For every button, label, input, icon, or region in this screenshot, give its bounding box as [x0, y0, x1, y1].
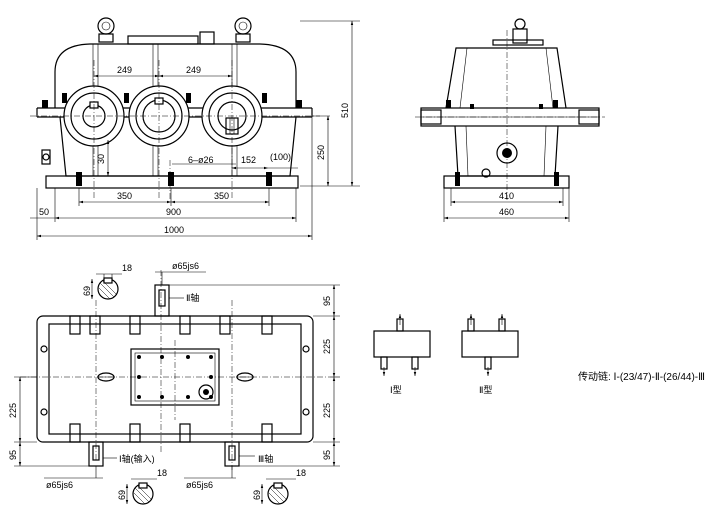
flange-bosses [69, 315, 273, 443]
dim-18-top: 18 [122, 263, 132, 273]
dim-1000: 1000 [164, 225, 184, 235]
foot-bolts [76, 172, 272, 186]
flange-bolts [42, 93, 302, 108]
dim-510: 510 [340, 103, 350, 118]
dim-phi65-br: ø65js6 [186, 480, 213, 490]
plan-view: Ⅱ轴 ø65js6 18 69 Ⅰ轴(输入) ø65js6 Ⅲ轴 ø6 [8, 261, 340, 505]
dim-69-br: 69 [252, 490, 262, 500]
dim-phi65-bl: ø65js6 [46, 480, 73, 490]
keyway-section-top [97, 277, 119, 300]
config-label-type-ii: Ⅱ型 [479, 385, 492, 395]
transmission-chain-text: 传动链: Ⅰ-(23/47)-Ⅱ-(26/44)-Ⅲ [578, 370, 705, 383]
config-type-ii: Ⅱ型 [461, 314, 519, 395]
dim-250: 250 [316, 145, 326, 160]
dim-95-bottom-right: 95 [322, 450, 332, 460]
dim-249-right: 249 [186, 65, 201, 75]
keyway-section-br [267, 482, 289, 505]
lifting-eye-left [97, 17, 115, 43]
lifting-eye-right [234, 17, 252, 43]
dim-69-top: 69 [82, 286, 92, 296]
dim-69-bl: 69 [117, 490, 127, 500]
dim-50: 50 [39, 207, 49, 217]
config-type-i: Ⅰ型 [373, 314, 431, 395]
dim-18-br: 18 [296, 468, 306, 478]
dim-460: 460 [499, 207, 514, 217]
label-shaft-i: Ⅰ轴(输入) [119, 453, 155, 464]
dim-225-lower-right: 225 [322, 403, 332, 418]
dim-152: 152 [241, 155, 256, 165]
dim-900: 900 [166, 207, 181, 217]
dim-phi65-top: ø65js6 [172, 261, 199, 271]
config-label-type-i: Ⅰ型 [390, 385, 402, 395]
dim-350-left: 350 [117, 191, 132, 201]
dim-30: 30 [96, 154, 106, 164]
front-view: 249 249 510 250 30 6–ø26 152 (100) 350 3… [30, 17, 360, 240]
dim-249-left: 249 [117, 65, 132, 75]
label-shaft-iii: Ⅲ轴 [258, 453, 273, 464]
side-view: 410 460 [415, 18, 605, 222]
dim-6-d26: 6–ø26 [188, 155, 214, 165]
dim-18-bl: 18 [157, 468, 167, 478]
keyway-section-bl [132, 482, 154, 505]
dim-225-left: 225 [8, 403, 18, 418]
dim-410: 410 [499, 191, 514, 201]
label-shaft-ii: Ⅱ轴 [186, 292, 199, 303]
dim-350-right: 350 [214, 191, 229, 201]
dim-95-top-right: 95 [322, 296, 332, 306]
dim-95-left: 95 [8, 450, 18, 460]
dim-100-ref: (100) [270, 152, 291, 162]
dim-225-upper-right: 225 [322, 339, 332, 354]
